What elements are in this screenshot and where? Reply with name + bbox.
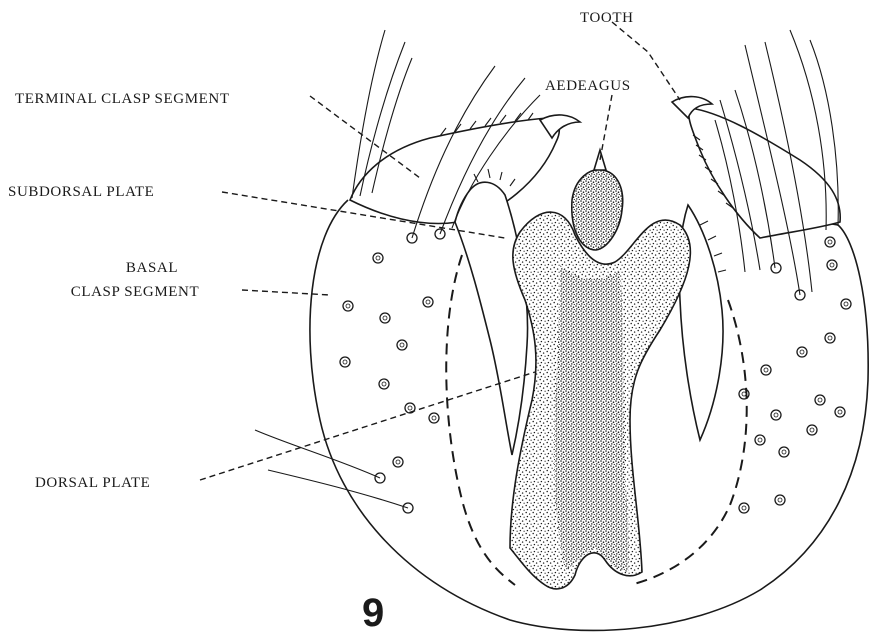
label-tooth: TOOTH (580, 10, 634, 26)
label-subdorsal-plate: SUBDORSAL PLATE (8, 184, 154, 200)
leader-aedeagus (600, 95, 612, 160)
label-aedeagus: AEDEAGUS (545, 78, 631, 94)
label-clasp-segment: CLASP SEGMENT (71, 284, 200, 300)
label-terminal-clasp-segment: TERMINAL CLASP SEGMENT (15, 91, 230, 107)
label-basal: BASAL (126, 260, 178, 276)
label-dorsal-plate: DORSAL PLATE (35, 475, 150, 491)
figure-number: 9 (362, 591, 384, 635)
